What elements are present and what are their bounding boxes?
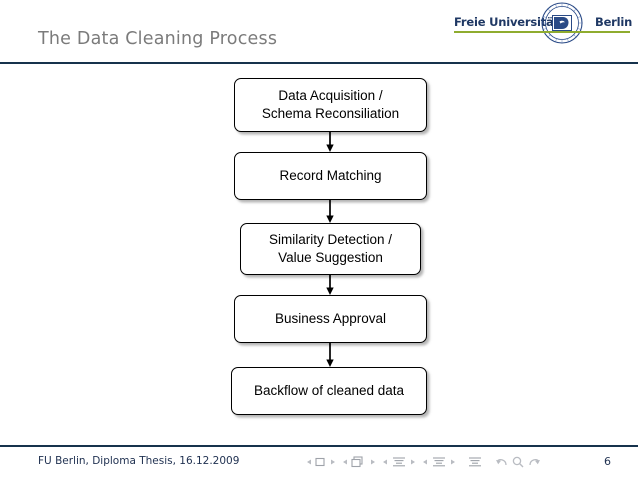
- flow-node-backflow[interactable]: Backflow of cleaned data: [231, 367, 427, 415]
- flow-node-label: Backflow of cleaned data: [253, 383, 405, 399]
- flow-node-label: Similarity Detection / Value Suggestion: [268, 232, 393, 265]
- page-title: The Data Cleaning Process: [38, 29, 278, 49]
- flow-node-record-matching[interactable]: Record Matching: [234, 152, 427, 200]
- flow-arrow-1: [323, 132, 337, 156]
- subsection-nav-icon[interactable]: [381, 454, 417, 470]
- search-nav-icon[interactable]: [511, 454, 525, 470]
- flow-node-label: Business Approval: [274, 311, 387, 327]
- flow-node-business-approval[interactable]: Business Approval: [234, 295, 427, 343]
- slide-header: The Data Cleaning Process Freie Universi…: [0, 0, 638, 64]
- back-nav-icon[interactable]: [495, 454, 509, 470]
- flow-node-label: Data Acquisition / Schema Reconsiliation: [261, 88, 400, 121]
- flow-arrow-2: [323, 200, 337, 227]
- slide-nav-icon[interactable]: [305, 454, 337, 470]
- flow-node-data-acquisition[interactable]: Data Acquisition / Schema Reconsiliation: [234, 78, 427, 132]
- doc-nav-icon[interactable]: [467, 454, 483, 470]
- slide-footer: FU Berlin, Diploma Thesis, 16.12.2009: [0, 447, 638, 479]
- flow-node-similarity-detection[interactable]: Similarity Detection / Value Suggestion: [240, 223, 421, 275]
- logo-text-right: Berlin: [595, 15, 633, 29]
- footer-divider: [0, 445, 638, 447]
- flow-arrow-4: [323, 343, 337, 371]
- logo-underline: [454, 31, 630, 33]
- section-nav-icon[interactable]: [421, 454, 457, 470]
- fu-berlin-logo: Freie Universität: [452, 2, 633, 44]
- university-seal-icon: [541, 2, 583, 44]
- forward-nav-icon[interactable]: [527, 454, 541, 470]
- frame-nav-icon[interactable]: [341, 454, 377, 470]
- header-divider: [0, 62, 638, 64]
- beamer-navigation-symbols[interactable]: [305, 454, 555, 470]
- flow-node-label: Record Matching: [279, 168, 382, 184]
- footer-text: FU Berlin, Diploma Thesis, 16.12.2009: [38, 455, 240, 467]
- logo-text-left: Freie Universität: [454, 15, 559, 29]
- page-number: 6: [604, 455, 611, 468]
- flow-arrow-3: [323, 275, 337, 299]
